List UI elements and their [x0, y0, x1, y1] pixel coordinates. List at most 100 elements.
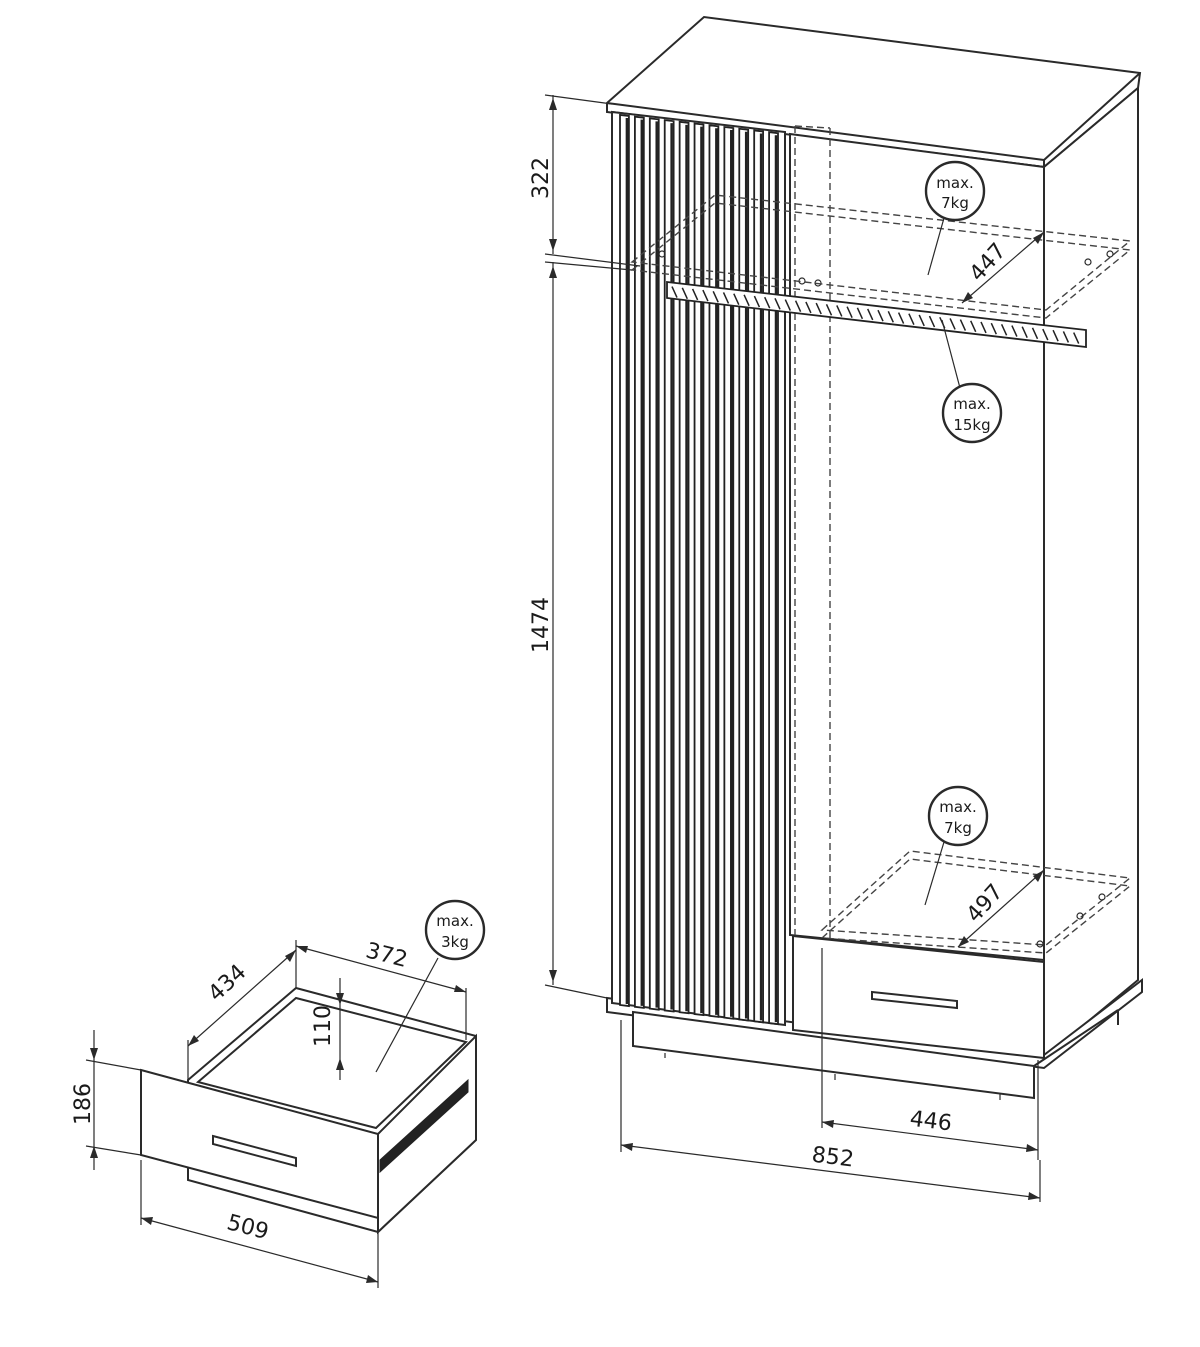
dimension-line [140, 1217, 379, 1283]
dimension-drawer-inner-height: 110 [311, 978, 344, 1080]
door-slats [619, 113, 779, 1026]
badge-label-line2: 7kg [941, 194, 969, 212]
rail-hatch-line [970, 320, 977, 333]
load-badge-top-shelf: max. 7kg [924, 160, 986, 276]
dimension-label-509: 509 [224, 1210, 271, 1245]
arrow-head [822, 1120, 834, 1128]
dimension-drawer-section-width: 446 [821, 948, 1039, 1160]
bottom-shelf-thickness [820, 858, 1132, 954]
rail-hatch-line [774, 298, 781, 310]
arrow-head [549, 266, 557, 278]
rail-hatch-line [753, 295, 761, 308]
badge-label-line1: max. [939, 798, 976, 816]
top-shelf [630, 194, 1132, 319]
badge-leader-line [924, 841, 945, 906]
arrow-head [621, 1143, 633, 1151]
dimension-label-1474: 1474 [529, 597, 554, 653]
dimension-label-186: 186 [71, 1083, 96, 1125]
rail-hatch-line [846, 306, 853, 318]
dimension-total-width: 852 [620, 1020, 1041, 1202]
rail-hatch-line [733, 293, 740, 305]
arrow-head [958, 936, 969, 947]
shelf-pin [1076, 912, 1084, 920]
wardrobe-drawer-handle [871, 990, 958, 1010]
badge-label-line2: 7kg [944, 819, 972, 837]
arrow-head [336, 1058, 344, 1070]
dimension-line [620, 1144, 1041, 1199]
dimension-label-852: 852 [810, 1143, 855, 1173]
drawer-drawing: 434 372 110 186 [71, 899, 486, 1288]
arrow-head [285, 950, 296, 962]
badge-label-line1: max. [436, 912, 473, 930]
shelf-pin [1106, 250, 1114, 258]
arrow-head [549, 970, 557, 982]
badge-leader-line [927, 217, 945, 276]
arrow-head [336, 993, 344, 1005]
badge-circle [924, 160, 986, 222]
dimension-label-446: 446 [908, 1107, 953, 1137]
hanging-rail [666, 280, 1087, 349]
rail-hatch-line [805, 301, 812, 314]
rail-hatch-line [908, 313, 915, 326]
rail-hatch-line [980, 321, 987, 334]
rail-hatch-line [1031, 327, 1039, 340]
rail-hatch-line [764, 296, 771, 309]
drawer-front-handle [212, 1134, 297, 1168]
wardrobe-drawer [792, 934, 1045, 1060]
extension-line [544, 94, 613, 105]
arrow-head [90, 1048, 98, 1060]
rail-hatch-line [784, 299, 791, 311]
wardrobe-drawing: 322 1474 447 497 [529, 15, 1143, 1202]
dimension-label-372: 372 [363, 938, 410, 972]
arrow-head [296, 946, 308, 953]
badge-circle [424, 899, 486, 961]
shelf-pin [1084, 258, 1092, 266]
dimension-label-110: 110 [311, 1005, 336, 1047]
rail-hatch-line [1073, 332, 1080, 344]
top-shelf-thickness [630, 202, 1132, 319]
dimension-main-height: 1474 [529, 261, 633, 999]
load-badge-hanging-rail: max. 15kg [941, 319, 1003, 444]
rail-hatch-line [1000, 324, 1008, 336]
rail-hatch-line [1021, 326, 1028, 339]
rail-hatch-line [815, 302, 822, 315]
extension-line [544, 253, 641, 267]
drawer-runner [379, 1078, 469, 1174]
rail-hatch-line [1052, 329, 1059, 342]
badge-label-line1: max. [953, 395, 990, 413]
rail-hatch-line [1042, 328, 1049, 341]
dimension-line [957, 869, 1045, 948]
arrow-head [454, 985, 466, 992]
bottom-shelf-outline [820, 850, 1132, 946]
pin-hole [814, 279, 822, 287]
hanging-rail-bar [666, 280, 1087, 349]
rail-hatch-line [794, 300, 802, 313]
rail-hatch-line [825, 303, 833, 316]
dimension-top-section-height: 322 [529, 94, 641, 267]
rail-hatch-line [1062, 331, 1070, 343]
arrow-head [549, 98, 557, 110]
bottom-shelf [820, 850, 1132, 954]
dimension-line [961, 231, 1045, 304]
rail-hatch-line [887, 311, 894, 323]
wardrobe-base-foot [632, 1010, 1035, 1100]
badge-leader-line [375, 957, 439, 1073]
rail-hatch-line [877, 309, 884, 322]
top-shelf-outline [630, 194, 1132, 311]
arrow-head [188, 1035, 199, 1046]
rail-hatch-line [928, 315, 936, 328]
arrow-head [90, 1146, 98, 1158]
rail-hatch-line [1011, 325, 1018, 337]
dimension-label-434: 434 [204, 960, 252, 1007]
arrow-head [1028, 1192, 1040, 1200]
rail-hatch-line [897, 312, 905, 324]
dimension-label-322: 322 [529, 157, 554, 199]
rail-hatch-line [691, 288, 699, 301]
shelf-pin [658, 250, 666, 258]
arrow-head [549, 239, 557, 251]
shelf-pin [1036, 940, 1044, 948]
rail-hatch-line [949, 318, 956, 330]
arrow-head [1033, 870, 1044, 882]
wardrobe-base-edge [1033, 1009, 1119, 1067]
